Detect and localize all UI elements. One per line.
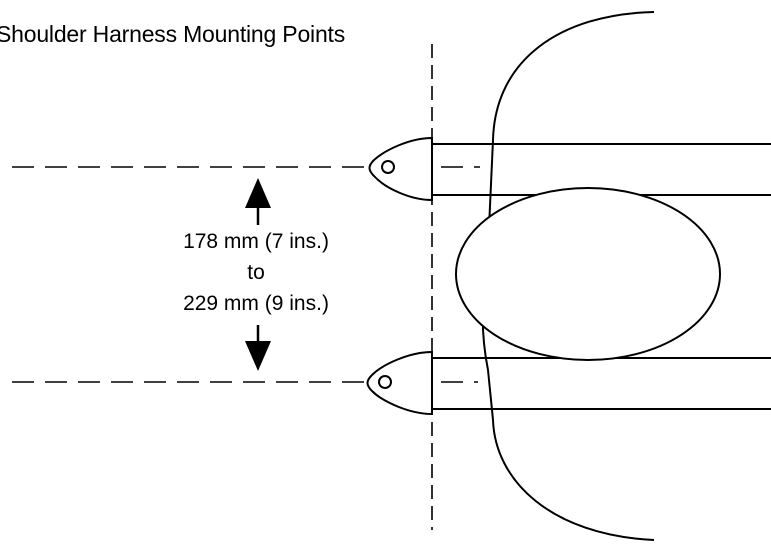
dimension-arrows — [245, 178, 271, 371]
dimension-connector-label: to — [247, 261, 265, 284]
diagram-title: Shoulder Harness Mounting Points — [0, 21, 346, 47]
lower-mounting-point — [378, 375, 392, 389]
dimension-max-label: 229 mm (9 ins.) — [183, 292, 329, 315]
upper-mounting-bracket — [368, 136, 433, 202]
dimension-min-label: 178 mm (7 ins.) — [183, 230, 329, 253]
lower-harness-strap — [432, 357, 771, 410]
down-arrow-icon — [245, 341, 271, 371]
upper-mounting-point — [381, 160, 395, 174]
lower-mounting-bracket — [366, 350, 433, 416]
upper-harness-strap — [432, 143, 771, 196]
head-outline — [455, 187, 721, 361]
up-arrow-icon — [245, 178, 271, 208]
